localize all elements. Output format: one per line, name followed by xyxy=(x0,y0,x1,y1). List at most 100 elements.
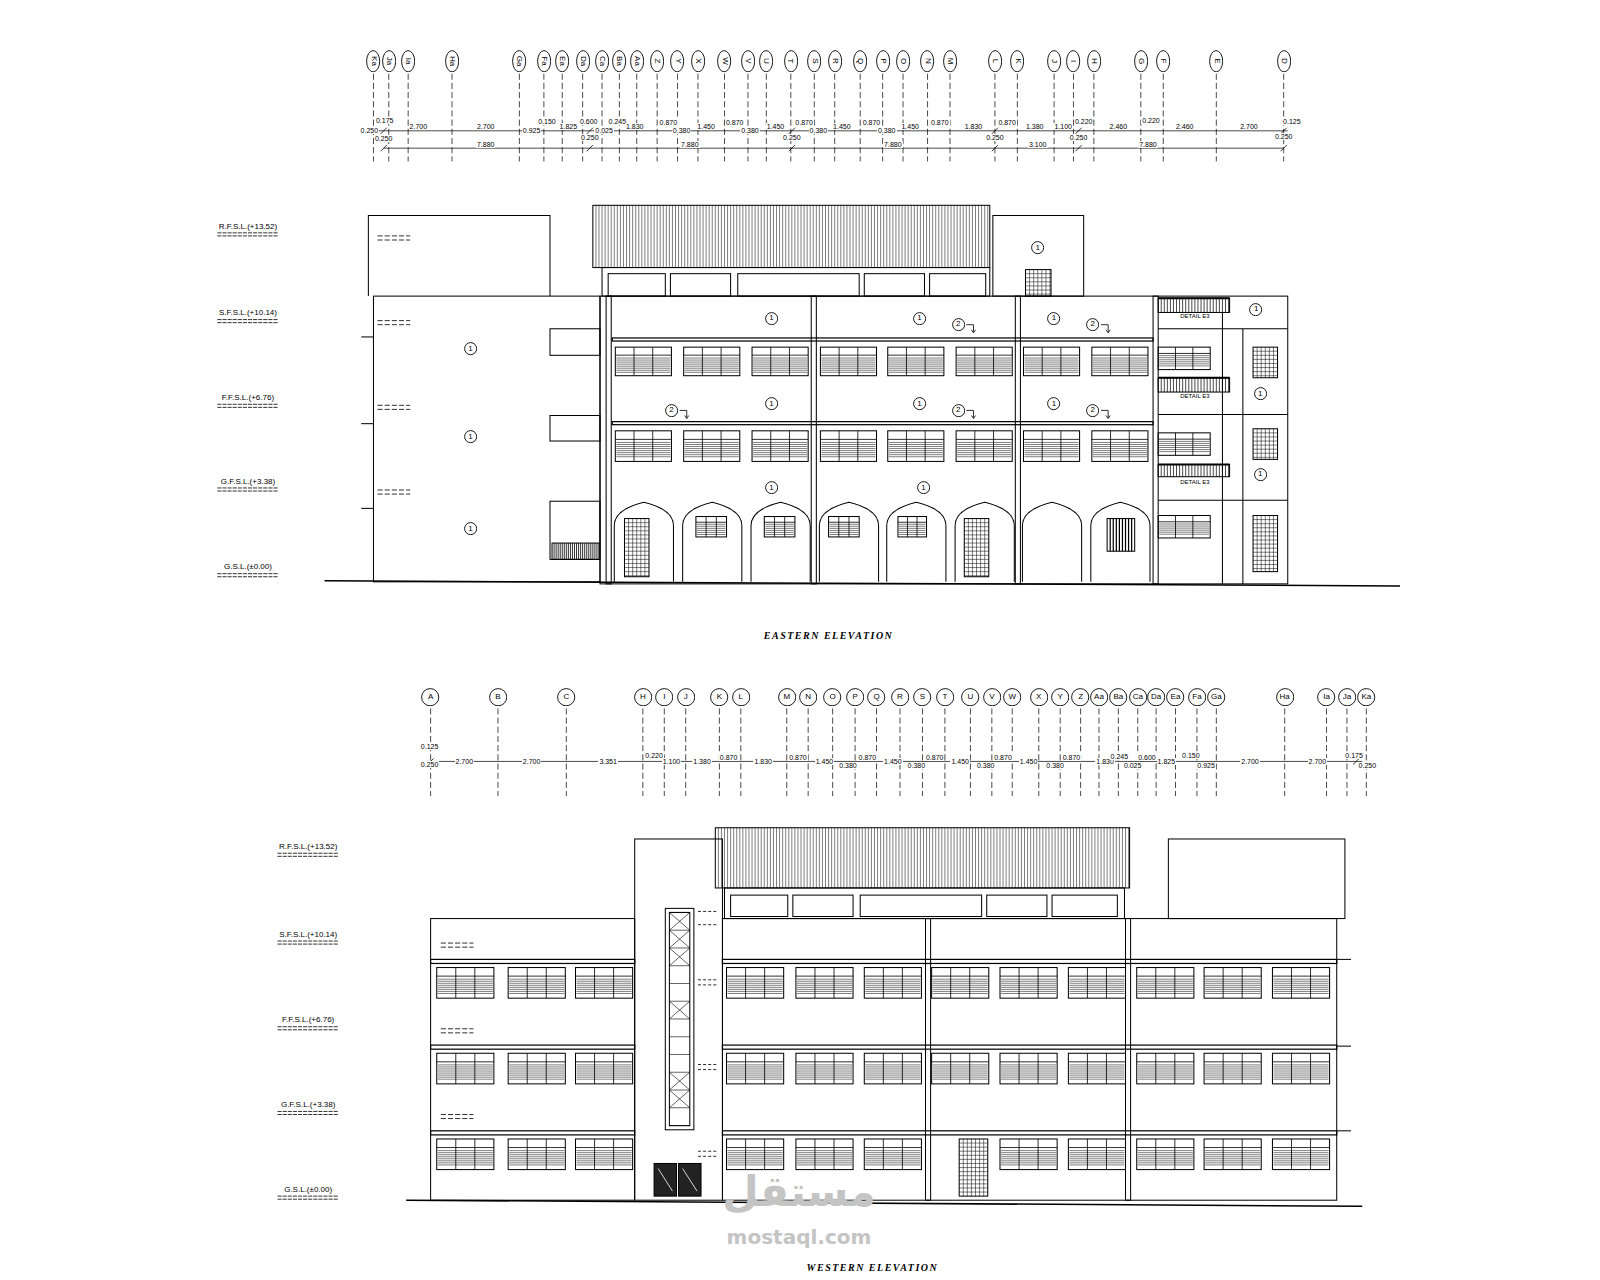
window-transom xyxy=(1000,1061,1057,1062)
grille-bar xyxy=(964,534,988,535)
stair-window-bar xyxy=(669,912,689,930)
hatch-line xyxy=(801,205,802,267)
hatch-line xyxy=(1058,828,1059,888)
hatch-line xyxy=(709,205,710,267)
grid-bubble: Ia xyxy=(401,50,415,72)
hatch-line xyxy=(1194,464,1195,476)
hatch-line xyxy=(1225,464,1226,476)
projection xyxy=(550,501,600,559)
callout-number: 2 xyxy=(1091,320,1095,328)
louvre-slat xyxy=(577,1066,632,1067)
grid-label: Aa xyxy=(633,56,641,66)
louvre-slat xyxy=(685,370,739,371)
grid-bubble: A xyxy=(421,688,439,706)
stair-tower xyxy=(1168,839,1345,919)
level-underline xyxy=(278,1196,339,1197)
hatch-line xyxy=(1197,378,1198,392)
hatch-line xyxy=(554,543,555,559)
bubble-outline xyxy=(1276,688,1293,705)
barred-window xyxy=(1107,519,1135,552)
callout-number: 1 xyxy=(769,484,773,492)
hatch-line xyxy=(813,828,814,888)
window-transom xyxy=(1204,1147,1261,1148)
grid-line xyxy=(876,708,877,796)
louvre-slat xyxy=(438,1160,493,1161)
window-mullion xyxy=(1192,347,1193,369)
window-mullion xyxy=(774,517,775,537)
louvre-slat xyxy=(1001,1150,1056,1151)
louvre-slat xyxy=(865,989,920,990)
louvre-slat xyxy=(728,1071,783,1072)
louvre-slat xyxy=(577,1077,632,1078)
hatch-line xyxy=(1191,378,1192,392)
grid-line xyxy=(430,708,431,796)
hatch-line xyxy=(739,828,740,888)
level-mark xyxy=(441,947,474,948)
louvre-slat xyxy=(728,1066,783,1067)
grid-bubble: Ha xyxy=(445,50,459,72)
louvre-slat xyxy=(509,993,564,994)
hatch-line xyxy=(638,205,639,267)
dimension-text: 0.175 xyxy=(1344,752,1364,759)
hatch-line xyxy=(831,828,832,888)
louvre-slat xyxy=(509,1154,564,1155)
dimension-text: 0.870 xyxy=(997,119,1017,126)
window-mullion xyxy=(770,347,771,376)
hatch-line xyxy=(871,205,872,267)
window-transom xyxy=(1272,976,1329,977)
hatch-line xyxy=(905,205,906,267)
hatch-line xyxy=(923,205,924,267)
level-underline xyxy=(217,322,278,323)
callout-number: 1 xyxy=(917,314,921,322)
grid-label: T xyxy=(942,693,947,701)
louvre-slat xyxy=(438,981,493,982)
louvre-slat xyxy=(865,1160,920,1161)
louvre-slat xyxy=(957,366,1011,367)
hatch-line xyxy=(1164,464,1165,476)
pointed-arch xyxy=(683,502,742,582)
louvre-slat xyxy=(753,372,807,373)
level-mark xyxy=(441,1028,474,1029)
louvre-slat xyxy=(728,989,783,990)
window-mullion xyxy=(784,517,785,537)
hatch-line xyxy=(626,205,627,267)
grid-label: V xyxy=(744,59,752,64)
window-mullion xyxy=(652,347,653,376)
dimension-text: 0.870 xyxy=(794,119,814,126)
louvre-window xyxy=(1204,1053,1261,1084)
louvre-slat xyxy=(1159,532,1209,533)
hatch-line xyxy=(1131,519,1132,552)
louvre-slat xyxy=(865,1152,920,1153)
wall-tick xyxy=(1337,1130,1351,1131)
grid-label: O xyxy=(830,693,836,701)
hatch-line xyxy=(788,205,789,267)
louvre-slat xyxy=(1024,454,1078,455)
hatch-line xyxy=(1055,828,1056,888)
louvre-window xyxy=(1158,433,1210,455)
hatch-line xyxy=(1006,828,1007,888)
grid-bubble: I xyxy=(1066,50,1080,72)
window-mullion xyxy=(706,517,707,537)
louvre-slat xyxy=(1205,981,1260,982)
hatch-line xyxy=(914,828,915,888)
louvre-slat xyxy=(957,372,1011,373)
window-mullion xyxy=(1175,516,1176,538)
hatch-line xyxy=(660,205,661,267)
hatch-line xyxy=(1125,519,1126,552)
louvre-slat xyxy=(753,456,807,457)
louvre-slat xyxy=(797,1162,852,1163)
hatch-line xyxy=(752,828,753,888)
grille-bar xyxy=(984,519,985,577)
hatch-line xyxy=(598,205,599,267)
louvre-slat xyxy=(797,983,852,984)
stair-window-bar xyxy=(669,930,689,948)
louvre-slat xyxy=(1273,1156,1328,1157)
hatch-line xyxy=(1204,464,1205,476)
hatch-line xyxy=(865,205,866,267)
hatch-line xyxy=(1128,828,1129,888)
grid-label: Aa xyxy=(1094,693,1104,701)
louvre-slat xyxy=(1138,981,1193,982)
hatch-line xyxy=(1018,828,1019,888)
hatch-line xyxy=(1201,464,1202,476)
louvre-slat xyxy=(865,993,920,994)
